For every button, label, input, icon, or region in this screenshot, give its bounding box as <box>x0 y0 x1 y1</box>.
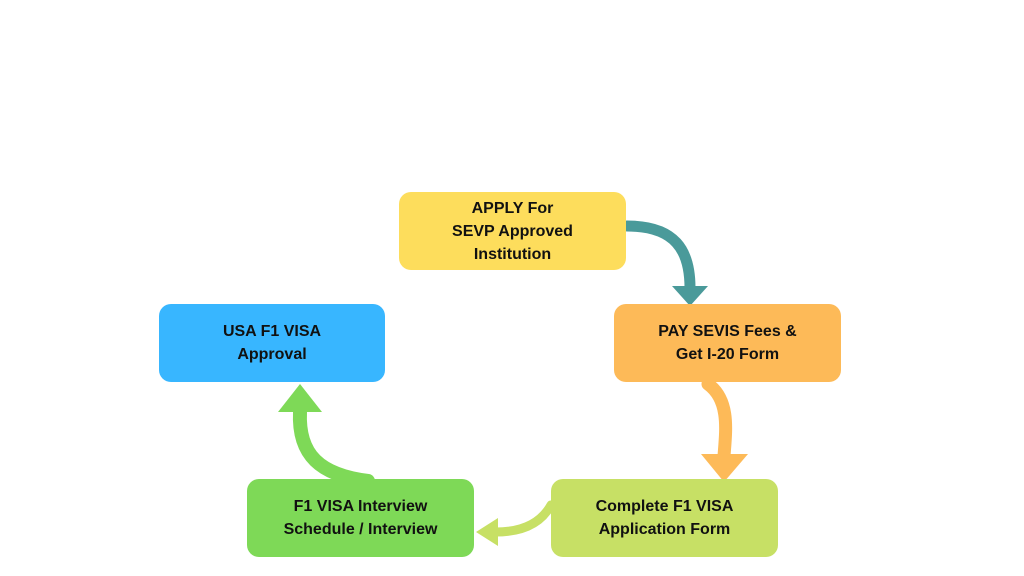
step-interview-line-1: F1 VISA Interview <box>293 498 428 515</box>
arrowhead-complete-to-interview <box>476 518 498 546</box>
step-apply-line-2: SEVP Approved <box>452 222 573 240</box>
step-pay-sevis: PAY SEVIS Fees & Get I-20 Form <box>614 304 841 382</box>
step-apply-sevp: APPLY For SEVP Approved Institution <box>399 192 626 270</box>
arrow-pay-to-complete <box>701 377 733 463</box>
arrow-interview-to-approval <box>292 405 375 488</box>
arrowhead-apply-to-pay <box>672 286 708 306</box>
arrowhead-interview-to-approval <box>278 384 322 412</box>
arrow-complete-to-interview <box>491 500 556 537</box>
step-complete-line-2: Application Form <box>598 521 731 538</box>
arrowhead-pay-to-complete <box>701 454 748 482</box>
step-approval-line-1: USA F1 VISA <box>222 323 322 340</box>
step-apply-line-3: Institution <box>473 245 552 263</box>
step-approval-line-2: Approval <box>237 346 307 363</box>
step-complete-line-1: Complete F1 VISA <box>595 498 734 515</box>
step-visa-approval: USA F1 VISA Approval <box>159 304 385 382</box>
step-complete-application: Complete F1 VISA Application Form <box>551 479 778 557</box>
arrow-apply-to-pay <box>621 220 696 294</box>
step-interview-line-2: Schedule / Interview <box>283 521 438 538</box>
step-apply-line-1: APPLY For <box>471 199 554 217</box>
step-pay-line-1: PAY SEVIS Fees & <box>658 323 797 340</box>
step-pay-line-2: Get I-20 Form <box>675 346 780 363</box>
step-visa-interview: F1 VISA Interview Schedule / Interview <box>247 479 474 557</box>
